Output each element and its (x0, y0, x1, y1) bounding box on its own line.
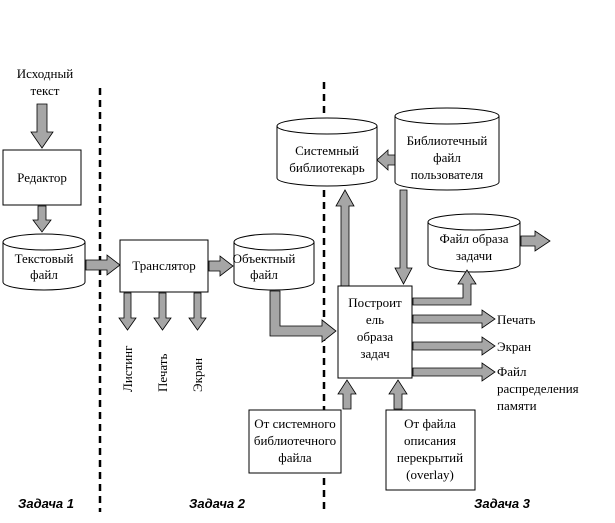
arrow-userlib-to-builder (394, 189, 413, 285)
builder-label-3: образа (357, 329, 394, 344)
translator-label: Транслятор (132, 258, 195, 273)
listing-label: Листинг (120, 346, 135, 392)
task1-label: Задача 1 (18, 496, 74, 511)
arrow-builder-to-taskimage (412, 269, 477, 306)
from-system-library-box (248, 409, 342, 474)
task3-label: Задача 3 (474, 496, 531, 511)
source-text-label-2: текст (31, 83, 60, 98)
task-image-label-1: Файл образа (439, 231, 508, 246)
from-overlay-label-3: перекрытий (397, 450, 463, 465)
user-library-label-2: файл (433, 150, 461, 165)
arrow-listing (118, 292, 137, 331)
arrow-builder-to-screen (412, 336, 496, 356)
arrow-print-task2 (153, 292, 172, 331)
arrow-builder-to-librarian (335, 189, 355, 288)
text-file-label-2: файл (30, 267, 58, 282)
arrow-overlay-to-builder (388, 379, 408, 410)
system-librarian-cylinder (276, 117, 378, 187)
from-system-library-label-3: файла (278, 450, 312, 465)
from-overlay-label-4: (overlay) (406, 467, 454, 482)
output-memmap-label-3: памяти (497, 398, 537, 413)
from-overlay-label-1: От файла (404, 416, 456, 431)
user-library-label-3: пользователя (411, 167, 484, 182)
arrow-userlib-to-librarian (376, 149, 396, 171)
arrow-taskimage-out (520, 230, 551, 252)
builder-label-4: задач (360, 346, 390, 361)
output-print-label: Печать (497, 312, 535, 327)
builder-box (337, 285, 413, 379)
print-vertical-label: Печать (155, 354, 170, 392)
from-overlay-label-2: описания (404, 433, 456, 448)
builder-label-1: Построит (348, 295, 402, 310)
task-image-label-2: задачи (456, 248, 492, 263)
from-system-library-label-2: библиотечного (254, 433, 336, 448)
task2-label: Задача 2 (189, 496, 246, 511)
translator-box (119, 239, 209, 293)
user-library-label-1: Библиотечный (407, 133, 488, 148)
text-file-label-1: Текстовый (15, 251, 74, 266)
arrow-builder-to-print (412, 309, 496, 329)
screen-vertical-label: Экран (190, 358, 205, 392)
from-system-library-label-1: От системного (254, 416, 335, 431)
arrow-objectfile-to-builder (269, 290, 337, 343)
system-librarian-label-2: библиотекарь (289, 160, 364, 175)
object-file-label-1: Объектный (233, 251, 296, 266)
arrow-source-to-editor (30, 103, 54, 149)
editor-box (2, 149, 82, 206)
task-image-cylinder (427, 213, 521, 273)
system-librarian-label-1: Системный (295, 143, 359, 158)
editor-label: Редактор (17, 170, 67, 185)
builder-label-2: ель (366, 312, 384, 327)
arrow-textfile-to-translator (85, 254, 121, 276)
arrow-translator-to-objectfile (208, 255, 234, 277)
arrow-screen-task2 (188, 292, 207, 331)
output-screen-label: Экран (497, 339, 531, 354)
source-text-label-1: Исходный (17, 66, 73, 81)
from-overlay-box (385, 409, 476, 491)
object-file-label-2: файл (250, 267, 278, 282)
arrow-editor-to-textfile (32, 205, 52, 233)
object-file-cylinder (233, 233, 315, 291)
arrow-builder-to-memmap (412, 362, 496, 382)
user-library-cylinder (394, 107, 500, 191)
output-memmap-label-2: распределения (497, 381, 579, 396)
output-memmap-label-1: Файл (497, 364, 527, 379)
text-file-cylinder (2, 233, 86, 291)
arrow-syslib-to-builder (337, 379, 357, 410)
